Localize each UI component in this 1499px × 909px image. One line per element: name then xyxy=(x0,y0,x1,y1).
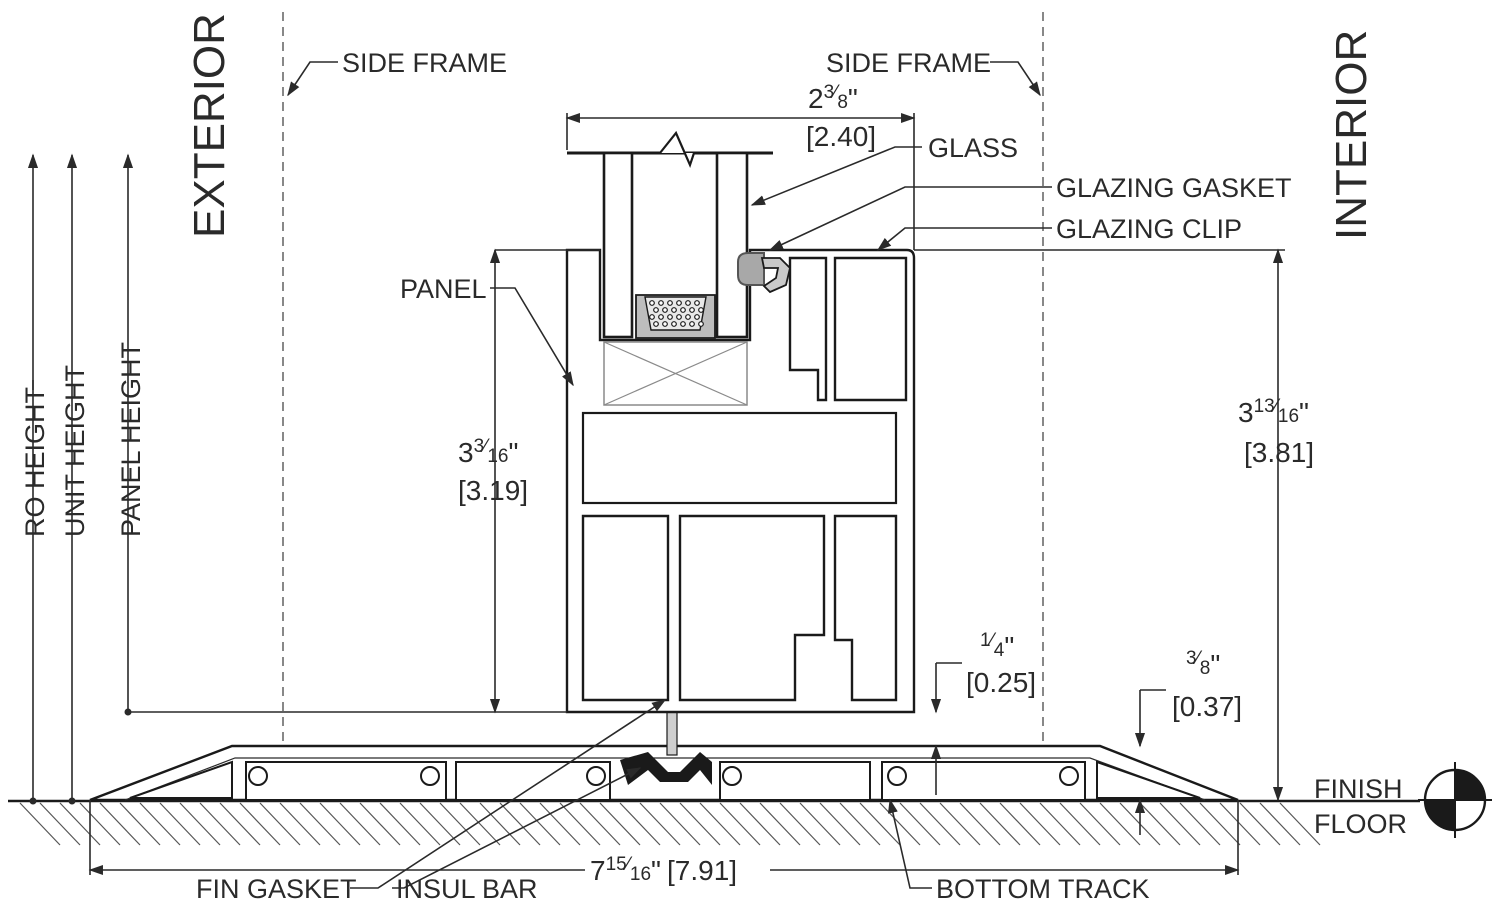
insul-bar-label: INSUL BAR xyxy=(396,874,538,904)
glass-unit xyxy=(567,130,773,339)
svg-text:[0.25]: [0.25] xyxy=(966,667,1036,698)
finish-label: FINISH xyxy=(1314,774,1403,804)
side-frame-right-label: SIDE FRAME xyxy=(826,48,991,78)
svg-text:3⁄8": 3⁄8" xyxy=(1186,648,1220,680)
dim-panel-rise: 33⁄16" [3.19] xyxy=(458,436,528,506)
dim-gap: 1⁄4" [0.25] xyxy=(966,630,1036,698)
unit-height-label: UNIT HEIGHT xyxy=(60,365,90,537)
panel-label: PANEL xyxy=(400,274,487,304)
dimension-lines xyxy=(88,112,1285,876)
leader-lines xyxy=(287,61,1052,889)
fin-gasket-label: FIN GASKET xyxy=(196,874,357,904)
dim-width-top: 23⁄8" [2.40] xyxy=(806,82,876,152)
svg-text:33⁄16": 33⁄16" xyxy=(458,436,518,468)
svg-text:[3.19]: [3.19] xyxy=(458,475,528,506)
glazing-clip-label: GLAZING CLIP xyxy=(1056,214,1242,244)
glazing-gasket-label: GLAZING GASKET xyxy=(1056,173,1292,203)
bottom-track xyxy=(89,744,1239,802)
panel-height-label: PANEL HEIGHT xyxy=(116,342,146,537)
side-frame-left-label: SIDE FRAME xyxy=(342,48,507,78)
floor-label: FLOOR xyxy=(1314,809,1407,839)
svg-text:[2.40]: [2.40] xyxy=(806,121,876,152)
svg-text:715⁄16"[7.91]: 715⁄16"[7.91] xyxy=(590,854,737,886)
fin-gasket xyxy=(620,752,712,785)
finish-floor-symbol xyxy=(1418,762,1492,838)
interior-label: INTERIOR xyxy=(1327,30,1376,240)
svg-text:[0.37]: [0.37] xyxy=(1172,691,1242,722)
dim-unit-rise: 313⁄16" [3.81] xyxy=(1238,396,1314,468)
svg-text:1⁄4": 1⁄4" xyxy=(980,630,1014,662)
glazing-clip xyxy=(760,257,791,294)
exterior-label: EXTERIOR xyxy=(185,13,234,238)
svg-text:[3.81]: [3.81] xyxy=(1244,437,1314,468)
glass-label: GLASS xyxy=(928,133,1018,163)
dim-track-width: 715⁄16"[7.91] xyxy=(590,854,737,886)
bottom-track-label: BOTTOM TRACK xyxy=(936,874,1150,904)
svg-text:23⁄8": 23⁄8" xyxy=(808,82,858,114)
svg-text:313⁄16": 313⁄16" xyxy=(1238,396,1309,428)
floor-hatch xyxy=(19,802,1321,846)
dim-track-height: 3⁄8" [0.37] xyxy=(1172,648,1242,722)
glazing-gasket xyxy=(737,252,765,286)
panel-frame xyxy=(565,248,916,714)
ro-height-label: RO HEIGHT xyxy=(20,387,50,537)
